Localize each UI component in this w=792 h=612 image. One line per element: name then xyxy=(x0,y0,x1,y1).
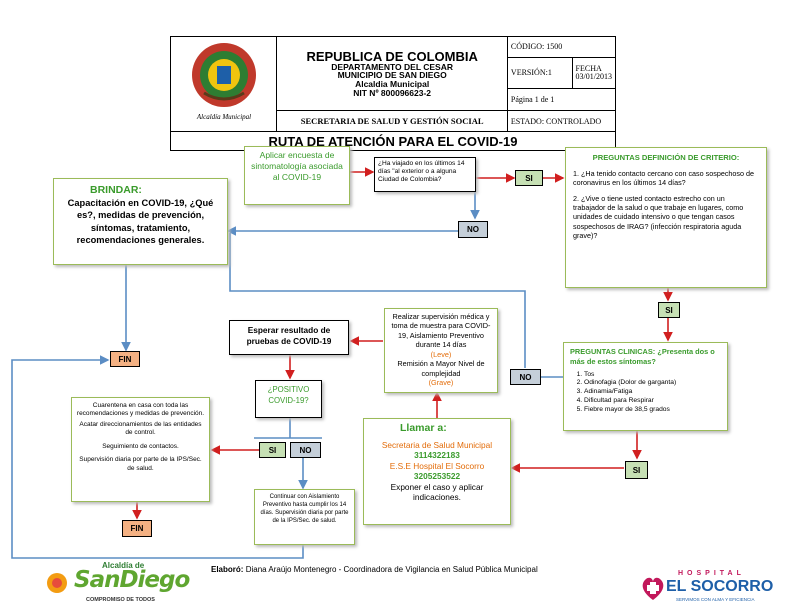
prepared-label: Elaboró: xyxy=(211,565,244,574)
symptom-item: Tos xyxy=(584,371,721,380)
criteria-title: PREGUNTAS DEFINICIÓN DE CRITERIO: xyxy=(592,153,740,162)
municipality-name: MUNICIPIO DE SAN DIEGO xyxy=(337,70,447,81)
call-title: Llamar a: xyxy=(400,422,447,434)
logo-left-sub: COMPROMISO DE TODOS xyxy=(86,597,155,603)
quarantine-box: Cuarentena en casa con toda las recomend… xyxy=(71,397,210,502)
page-cell: Página 1 de 1 xyxy=(506,87,617,112)
call-hospital-phone: 3205253522 xyxy=(413,471,461,482)
office-name: Alcaldia Municipal xyxy=(355,79,430,90)
brindar-box: BRINDAR: Capacitación en COVID-19, ¿Qué … xyxy=(53,178,228,265)
criteria-questions-box: PREGUNTAS DEFINICIÓN DE CRITERIO: 1. ¿Ha… xyxy=(565,147,767,288)
seal-cell: Alcaldía Municipal xyxy=(169,36,278,132)
date-cell: FECHA 03/01/2013 xyxy=(571,56,617,89)
supervision-text: Realizar supervisión médica y toma de mu… xyxy=(391,312,491,350)
call-note: Exponer el caso y aplicar indicaciones. xyxy=(390,481,484,502)
logo-left-main: SanDiego xyxy=(74,567,190,593)
quarantine-line-2: Acatar direccionamientos de las entidade… xyxy=(79,420,202,437)
call-secretariat: Secretaria de Salud Municipal xyxy=(381,440,493,451)
si-tag-travel: SI xyxy=(515,170,543,186)
sun-icon xyxy=(47,573,67,593)
supervision-box: Realizar supervisión médica y toma de mu… xyxy=(384,308,498,393)
quarantine-line-3: Seguimiento de contactos. xyxy=(102,442,179,450)
quarantine-line-1: Cuarentena en casa con toda las recomend… xyxy=(76,402,205,418)
municipal-seal-icon: Alcaldía Municipal xyxy=(191,42,256,121)
brindar-title: BRINDAR: xyxy=(90,184,142,196)
fin-tag-bottom: FIN xyxy=(122,520,152,537)
symptom-item: Fiebre mayor de 38,5 grados xyxy=(584,406,721,415)
symptom-item: Adinamia/Fatiga xyxy=(584,388,721,397)
grave-label: (Grave) xyxy=(428,378,454,388)
header-center: REPUBLICA DE COLOMBIA DEPARTAMENTO DEL C… xyxy=(276,35,508,112)
prepared-by: Diana Araújo Montenegro - Coordinadora d… xyxy=(245,565,538,574)
logo-right-sub: SERVIMOS CON ALMA Y EFICIENCIA xyxy=(676,597,755,602)
call-hospital: E.S.E Hospital El Socorro xyxy=(389,460,485,471)
department-name: DEPARTAMENTO DEL CESAR xyxy=(331,61,453,72)
country-name: REPUBLICA DE COLOMBIA xyxy=(306,48,478,64)
continue-isolation-box: Continuar con Aislamiento Preventivo has… xyxy=(254,489,355,545)
positive-question-box: ¿POSITIVO COVID-19? xyxy=(255,380,322,418)
brindar-text: Capacitación en COVID-19, ¿Qué es?, medi… xyxy=(67,198,214,245)
si-tag-criteria: SI xyxy=(658,302,680,318)
symptom-item: Dificultad para Respirar xyxy=(584,397,721,406)
remission-text: Remisión a Mayor Nivel de complejidad xyxy=(397,359,485,378)
symptom-item: Odinofagia (Dolor de garganta) xyxy=(584,379,721,388)
logo-right-top: HOSPITAL xyxy=(678,570,745,577)
criteria-question-2: 2. ¿Vive o tiene usted contacto estrecho… xyxy=(573,193,744,241)
nit-number: NIT Nº 800096623-2 xyxy=(353,87,432,98)
date-value: 03/01/2013 xyxy=(575,71,612,81)
san-diego-logo: Alcaldía de SanDiego COMPROMISO DE TODOS xyxy=(42,561,192,607)
hospital-logo: HOSPITAL EL SOCORRO SERVIMOS CON ALMA Y … xyxy=(640,570,785,608)
code-cell: CÓDIGO: 1500 xyxy=(506,36,617,58)
hospital-heart-icon xyxy=(642,577,664,600)
logo-right-main: EL SOCORRO xyxy=(666,578,774,595)
call-box: Llamar a: Secretaria de Salud Municipal … xyxy=(363,418,511,525)
version-cell: VERSIÓN:1 xyxy=(506,56,573,89)
leve-label: (Leve) xyxy=(430,349,452,359)
quarantine-line-4: Supervisión diaria por parte de la IPS/S… xyxy=(79,456,202,472)
date-label: FECHA xyxy=(575,63,602,73)
connector-no-to-brindar xyxy=(229,233,526,368)
fin-tag-top: FIN xyxy=(110,351,140,367)
call-secretariat-phone: 3114322183 xyxy=(414,450,460,461)
seal-caption: Alcaldía Municipal xyxy=(196,113,251,121)
clinical-title: PREGUNTAS CLINICAS: ¿Presenta dos o más … xyxy=(570,347,715,366)
travel-question-box: ¿Ha viajado en los últimos 14 días "al e… xyxy=(374,157,476,192)
no-tag-positive: NO xyxy=(290,442,321,458)
arrow-continue-to-fin xyxy=(11,355,304,559)
logo-left-top: Alcaldía de xyxy=(102,561,145,570)
symptom-list: Tos Odinofagia (Dolor de garganta) Adina… xyxy=(570,371,721,415)
document-header: Alcaldía Municipal REPUBLICA DE COLOMBIA… xyxy=(169,35,617,151)
wait-results-box: Esperar resultado de pruebas de COVID-19 xyxy=(229,320,349,355)
clinical-questions-box: PREGUNTAS CLINICAS: ¿Presenta dos o más … xyxy=(563,342,728,431)
criteria-question-1: 1. ¿Ha tenido contacto cercano con caso … xyxy=(573,168,754,188)
no-tag-clinical: NO xyxy=(510,369,541,385)
si-tag-positive: SI xyxy=(259,442,286,458)
apply-survey-box: Aplicar encuesta de sintomatología asoci… xyxy=(244,146,350,205)
prepared-by-line: Elaboró: Diana Araújo Montenegro - Coord… xyxy=(211,565,538,574)
si-tag-clinical: SI xyxy=(625,461,648,479)
no-tag-travel: NO xyxy=(458,221,488,238)
